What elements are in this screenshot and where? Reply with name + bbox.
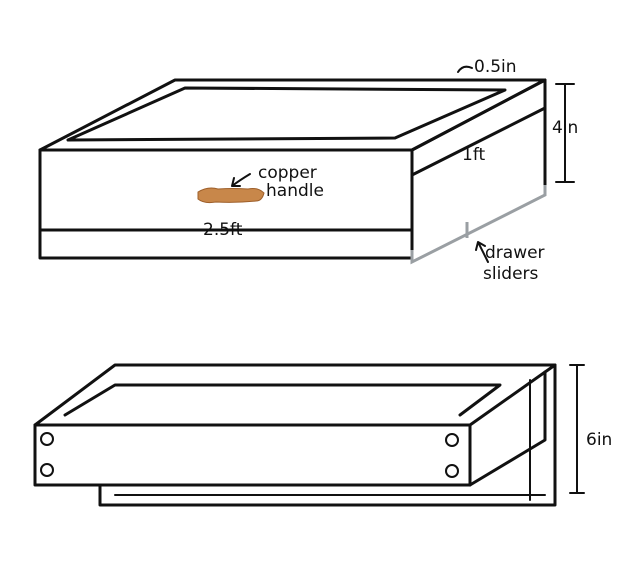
label-handle-2: handle xyxy=(266,181,324,201)
screw-icon xyxy=(445,433,459,447)
label-drawer-height: 6in xyxy=(586,430,612,450)
cabinet-side-line xyxy=(410,106,547,177)
label-height: 4in xyxy=(552,118,578,138)
cabinet-front-face xyxy=(38,148,414,260)
cabinet-side-face xyxy=(410,78,547,187)
height-dimension-icon xyxy=(555,83,575,183)
lip-arrow-icon xyxy=(457,65,473,73)
slider-arrow-icon xyxy=(475,241,489,263)
label-sliders-2: sliders xyxy=(483,264,539,284)
screw-icon xyxy=(40,463,54,477)
drawer-drawing: 6in xyxy=(33,363,612,507)
copper-handle xyxy=(197,187,265,204)
label-handle-1: copper xyxy=(258,163,317,183)
screw-icon xyxy=(40,432,54,446)
drawer-top-edge xyxy=(33,363,557,427)
handle-arrow-icon xyxy=(231,173,251,187)
drawer-inner-panel xyxy=(63,383,502,417)
cabinet-drawing: 0.5in 4in 1ft copper handle 2.5ft drawer… xyxy=(38,57,578,284)
cabinet-top-panel xyxy=(66,86,507,142)
label-sliders-1: drawer xyxy=(485,243,545,263)
drawer-side-face xyxy=(468,370,547,487)
screw-icon xyxy=(445,464,459,478)
drawer-front-face xyxy=(33,423,472,487)
drawer-height-dimension-icon xyxy=(569,364,585,494)
label-lip: 0.5in xyxy=(474,57,517,77)
label-depth: 1ft xyxy=(462,145,486,165)
label-width: 2.5ft xyxy=(203,220,243,240)
drawer-slider-left xyxy=(410,185,547,265)
drawer-slider-bottom xyxy=(98,363,557,507)
screw-icons xyxy=(40,432,459,478)
